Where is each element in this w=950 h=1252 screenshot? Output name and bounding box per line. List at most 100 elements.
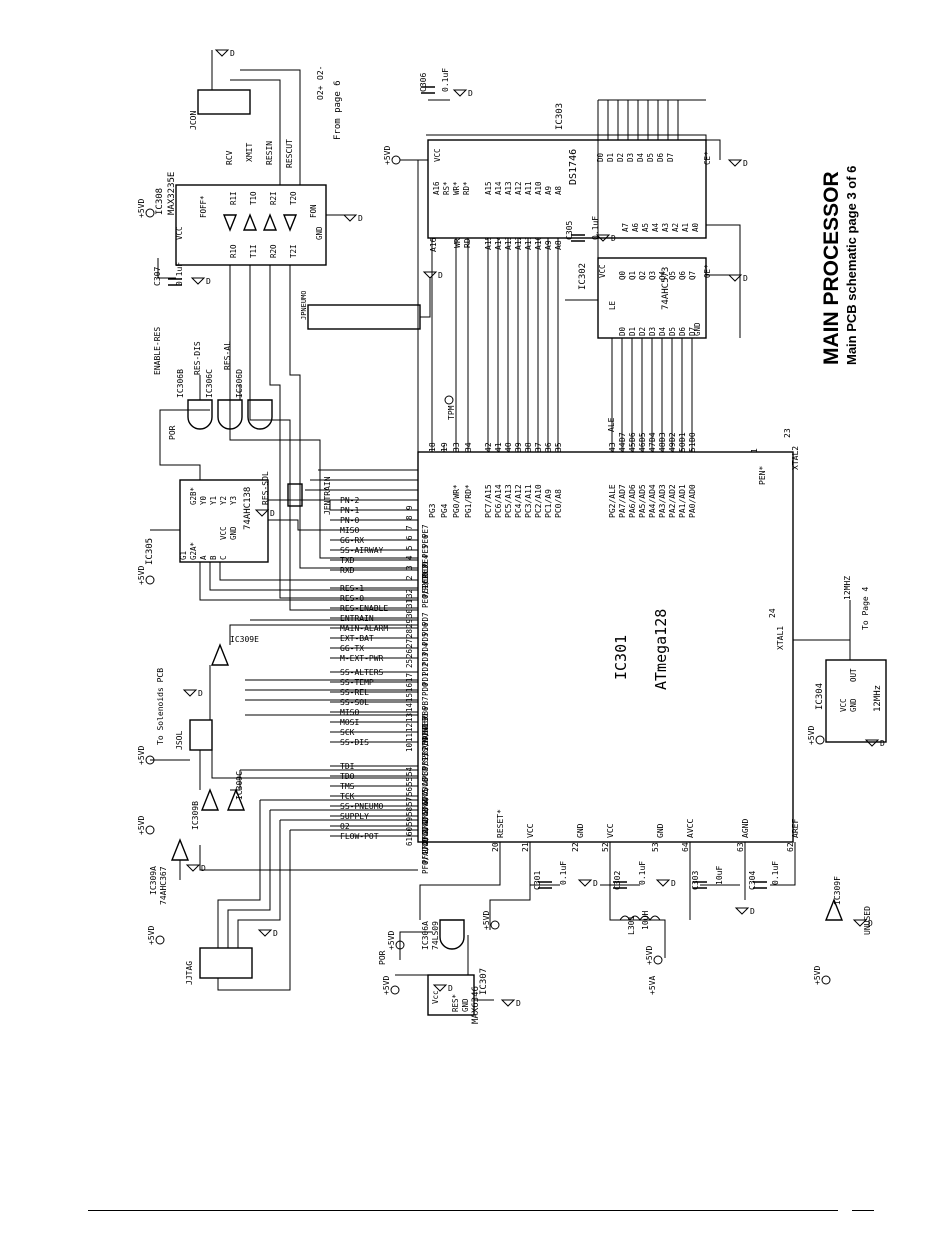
- mcu-pin-name: PB6: [421, 706, 430, 720]
- net-label: MAIN-ALARM: [340, 624, 388, 633]
- ic304-pin-name: GND: [849, 698, 858, 712]
- supply-node-icon: [653, 955, 663, 965]
- ic304-pin-name: VCC: [839, 698, 848, 712]
- mcu-pin-name: PA6/AD6: [628, 484, 637, 518]
- ic303-pin-name: A7: [621, 223, 630, 232]
- mcu-pin-number: 8: [405, 515, 414, 520]
- ic305-ref: IC305: [145, 538, 155, 565]
- mcu-pin-name: PD6: [421, 622, 430, 636]
- ground-icon: [577, 879, 593, 887]
- mcu-pin-name: XTAL1: [776, 626, 785, 650]
- ic302-pin-name: D6: [678, 326, 687, 336]
- capacitor-ref: C306: [419, 73, 428, 92]
- mcu-pin-name: PD7: [421, 612, 430, 626]
- ground-label: D: [743, 159, 748, 168]
- net-label: RXD: [340, 566, 355, 575]
- mcu-pin-number: 62: [786, 842, 795, 852]
- ic303-pin-name: A12: [514, 181, 523, 195]
- ic302-pin-name: Q0: [618, 270, 627, 280]
- mcu-pin-name: PE2: [421, 574, 430, 588]
- ic308-part: MAX3235E: [167, 172, 177, 215]
- ic303-pin-name: A16: [432, 181, 441, 195]
- wr-label: WR: [453, 238, 462, 248]
- supply-node-icon: [145, 825, 155, 835]
- ic303-pin-name: A15: [484, 181, 493, 195]
- supply-label: +5VD: [482, 911, 491, 930]
- ic309-ref-label: IC309A: [149, 866, 158, 895]
- data-net-label: D3: [658, 432, 667, 442]
- ic304-pin-name: OUT: [849, 668, 858, 682]
- net-label: SS-REL: [340, 688, 369, 697]
- ic304-ref: IC304: [815, 683, 825, 710]
- mcu-pin-name: PF4/ADC4: [421, 797, 430, 834]
- mcu-pin-name: PE3: [421, 564, 430, 578]
- ic305-pin-name: A: [199, 555, 208, 560]
- ground-label: D: [438, 271, 443, 280]
- supply-node-icon: [490, 920, 500, 930]
- ic303-pin-name: D1: [606, 153, 615, 162]
- mcu-pin-number: 41: [494, 442, 503, 452]
- mcu-pin-name: VCC: [526, 823, 535, 838]
- mcu-pin-number: 18: [428, 442, 437, 452]
- capacitor-value: 10uF: [715, 866, 724, 885]
- ground-icon: [727, 159, 743, 167]
- mcu-pin-name: PD1: [421, 672, 430, 686]
- mcu-pin-name: PC1/A9: [544, 489, 553, 518]
- ground-icon: [254, 509, 270, 517]
- mcu-ref: IC301: [612, 635, 630, 680]
- inductor-ref: L301: [627, 916, 636, 935]
- mcu-pin-name: PC4/A12: [514, 484, 523, 518]
- ic308-pin-name: R1O: [229, 244, 238, 258]
- buffer-icon: [210, 643, 230, 666]
- mcu-pin-number: 15: [405, 693, 414, 702]
- supply-label: +5VD: [147, 926, 156, 945]
- and-gate-icon: [187, 399, 213, 430]
- ic306-ref-label: IC306D: [235, 369, 244, 398]
- mcu-pin-number: 22: [571, 842, 580, 852]
- mcu-pin-name: PE6: [421, 534, 430, 548]
- mcu-pin-number: 10: [405, 742, 414, 752]
- net-label: SS-TEMP: [340, 678, 374, 687]
- data-net-label: D7: [618, 432, 627, 442]
- mcu-pin-name: PC2/A10: [534, 484, 543, 518]
- mcu-pin-name: PF0/ADC0: [421, 837, 430, 874]
- res-sol-label: RES-SOL: [261, 471, 270, 505]
- buffer-icon: [226, 788, 246, 811]
- jjtag-label: JJTAG: [185, 961, 194, 985]
- res-dis-label: RES-DIS: [193, 341, 202, 375]
- ic305-body: [179, 479, 269, 563]
- ground-label: D: [206, 277, 211, 286]
- supply-node-icon: [390, 985, 400, 995]
- ic306-ref-label: IC306B: [176, 369, 185, 398]
- data-net-label: D4: [648, 432, 657, 442]
- jpneumo-connector: [307, 304, 421, 330]
- net-label: SS-PNEUMO: [340, 802, 384, 811]
- ic306-ref-label: IC306A: [421, 921, 430, 950]
- mcu-pin-name: PF3/ADC3: [421, 808, 430, 844]
- net-label: MOSI: [340, 718, 359, 727]
- ground-label: D: [593, 879, 598, 888]
- mcu-pin-name: AVCC: [686, 819, 695, 838]
- ic303-body: [427, 139, 707, 239]
- ic303-pin-name: A5: [641, 223, 650, 232]
- ground-label: D: [880, 739, 885, 748]
- mcu-ic301: IC301 ATmega128 18PG319PG433PG0/WR*34PG1…: [405, 428, 800, 874]
- address-net-label: A8: [554, 240, 563, 250]
- mcu-pin-name: PF2/ADC2: [421, 818, 430, 854]
- net-label: SS-AIRWAY: [340, 546, 384, 555]
- ground-icon: [432, 984, 448, 992]
- mcu-pin-name: PA0/AD0: [688, 484, 697, 518]
- mcu-pin-number: 36: [544, 442, 553, 452]
- jsol-label: JSOL: [175, 731, 184, 750]
- supply-node-icon: [815, 735, 825, 745]
- ic305-pin-name: B: [209, 555, 218, 560]
- mcu-pin-number: 39: [514, 442, 523, 452]
- ic302-pin-name: Q5: [668, 271, 677, 280]
